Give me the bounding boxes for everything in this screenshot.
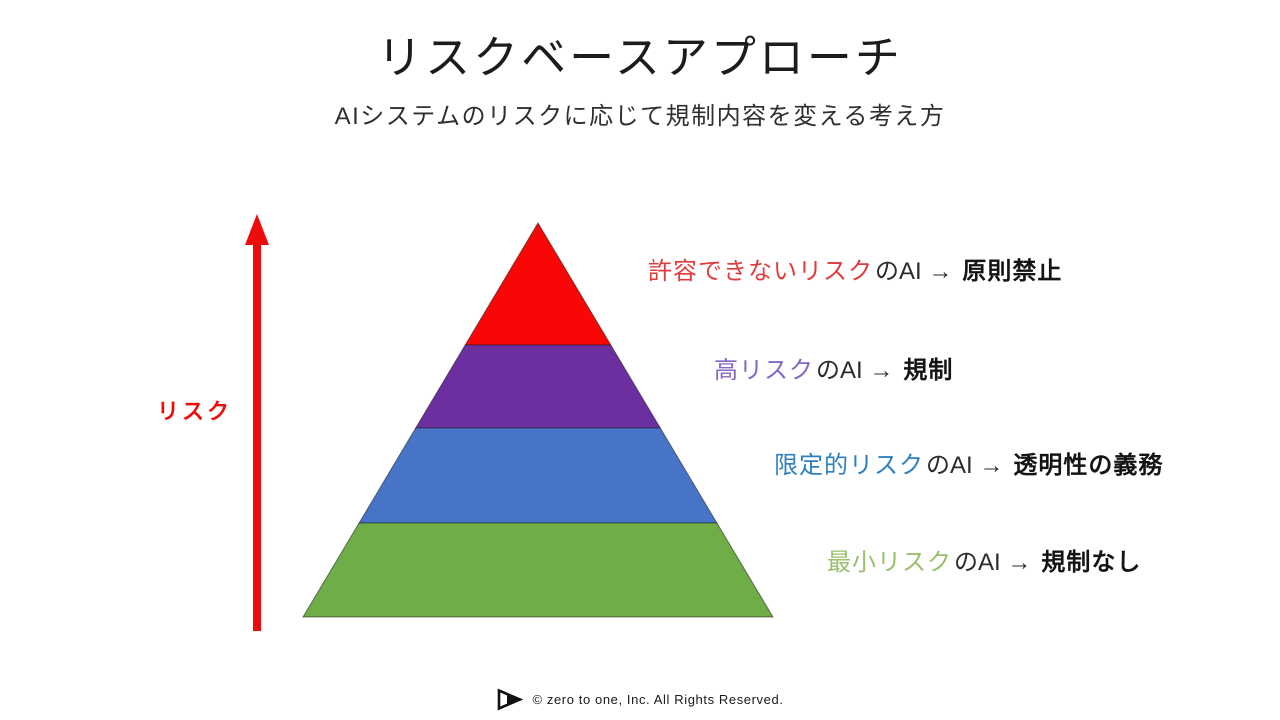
copyright-text: © zero to one, Inc. All Rights Reserved.: [532, 692, 784, 707]
regulation-text: 規制: [903, 357, 954, 384]
risk-category-text: 限定的リスク: [774, 452, 924, 479]
pyramid-layer-minimal-risk: [302, 522, 774, 618]
pyramid-layer-limited-risk: [358, 427, 718, 524]
footer: © zero to one, Inc. All Rights Reserved.: [0, 688, 1280, 711]
connector-text: のAI →: [816, 357, 894, 384]
connector-text: のAI →: [875, 258, 953, 285]
risk-category-text: 許容できないリスク: [648, 258, 873, 285]
regulation-text: 原則禁止: [962, 258, 1063, 285]
regulation-text: 規制なし: [1041, 549, 1142, 576]
connector-text: のAI →: [926, 452, 1004, 479]
play-triangle-icon: [498, 688, 524, 711]
risk-pyramid: [302, 222, 774, 618]
risk-axis-label: リスク: [157, 399, 233, 424]
risk-category-text: 最小リスク: [827, 549, 952, 576]
pyramid-layer-high-risk: [414, 344, 662, 429]
page-subtitle: AIシステムのリスクに応じて規制内容を変える考え方: [334, 103, 946, 131]
arrow-shaft: [253, 238, 261, 631]
regulation-text: 透明性の義務: [1013, 452, 1164, 479]
pyramid-layer-unacceptable-risk: [464, 222, 612, 346]
slide-header: リスクベースアプローチ AIシステムのリスクに応じて規制内容を変える考え方: [0, 0, 1280, 131]
risk-axis-arrow-icon: [245, 214, 269, 631]
risk-category-text: 高リスク: [714, 357, 814, 384]
tier-label-minimal-risk: 最小リスクのAI → 規制なし: [827, 548, 1141, 578]
page-title: リスクベースアプローチ: [377, 32, 903, 83]
arrow-head: [245, 214, 269, 245]
connector-text: のAI →: [954, 549, 1032, 576]
tier-label-unacceptable-risk: 許容できないリスクのAI → 原則禁止: [648, 257, 1062, 287]
tier-label-high-risk: 高リスクのAI → 規制: [714, 356, 953, 386]
tier-label-limited-risk: 限定的リスクのAI → 透明性の義務: [774, 451, 1163, 481]
